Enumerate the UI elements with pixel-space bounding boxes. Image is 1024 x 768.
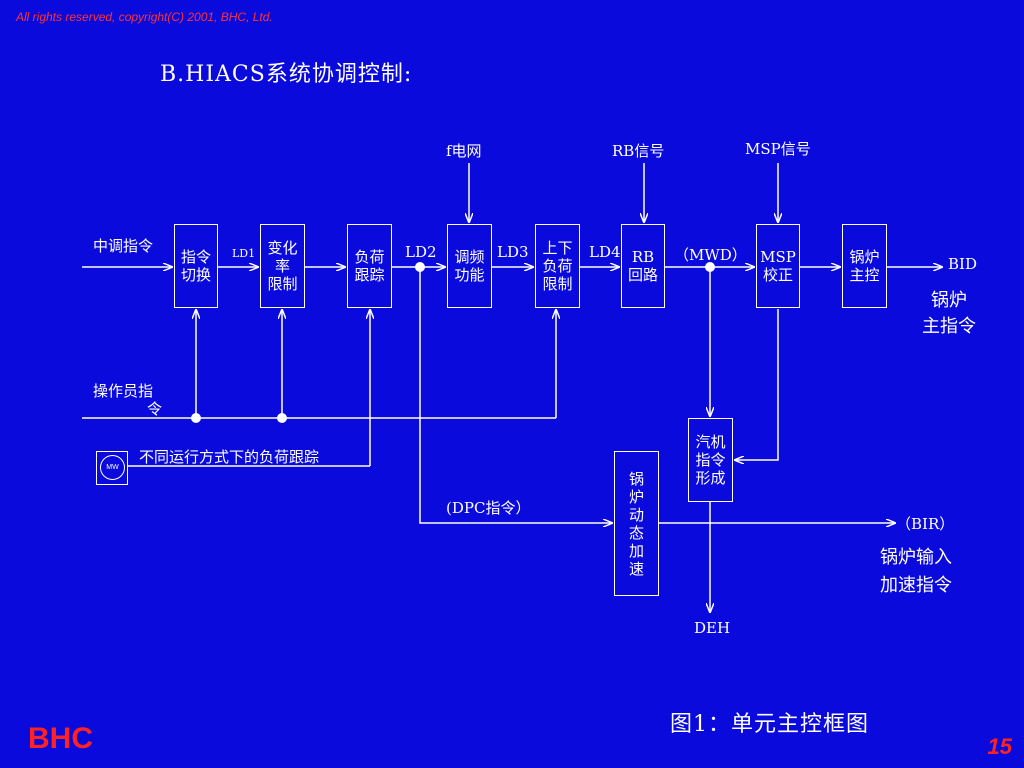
label-bir: （BIR）	[896, 515, 955, 533]
label-operator-command-line2: 令	[147, 400, 163, 418]
block-load-limits: 上下 负荷 限制	[535, 224, 580, 308]
block-turbine-command-label: 汽机 指令 形成	[695, 433, 726, 487]
bhc-logo: BHC	[28, 722, 93, 755]
label-msp-signal: MSP信号	[745, 140, 811, 158]
mw-meter-dial: MW	[100, 455, 125, 480]
label-load-tracking-modes: 不同运行方式下的负荷跟踪	[139, 448, 320, 466]
line-dpc	[419, 267, 612, 523]
label-operator-command-line1: 操作员指	[93, 382, 154, 400]
page-number: 15	[987, 734, 1012, 759]
block-boiler-master-label: 锅炉 主控	[849, 248, 880, 284]
block-rate-limit-label: 变化 率 限制	[267, 239, 298, 293]
label-operator-command: 操作员指 令	[93, 382, 162, 418]
block-msp-correction: MSP 校正	[756, 224, 800, 308]
label-rb-signal: RB信号	[612, 142, 665, 160]
label-dpc: (DPC指令）	[446, 499, 531, 517]
junction-op-switch	[191, 413, 201, 423]
label-bid-desc-line2: 主指令	[922, 316, 976, 337]
block-boiler-dynamic-label: 锅 炉 动 态 加 速	[628, 469, 644, 578]
block-boiler-dynamic: 锅 炉 动 态 加 速	[614, 451, 659, 596]
label-f-grid: f电网	[446, 142, 482, 160]
block-load-limits-label: 上下 负荷 限制	[542, 239, 573, 293]
block-command-switch-label: 指令 切换	[180, 248, 211, 284]
label-bir-desc-line1: 锅炉输入	[880, 547, 952, 568]
block-load-tracking: 负荷 跟踪	[347, 224, 392, 308]
junction-mwd	[705, 262, 715, 272]
block-rate-limit: 变化 率 限制	[260, 224, 305, 308]
block-rb-loop: RB 回路	[621, 224, 665, 308]
block-msp-correction-label: MSP 校正	[760, 248, 796, 284]
label-dispatch-command: 中调指令	[93, 237, 154, 255]
label-bid-desc-line1: 锅炉	[931, 290, 967, 311]
block-rb-loop-label: RB 回路	[627, 248, 658, 284]
label-ld1: LD1	[232, 247, 256, 260]
figure-caption: 图1：单元主控框图	[670, 712, 869, 737]
label-bid: BID	[948, 255, 977, 273]
label-bir-description: 锅炉输入 加速指令	[880, 544, 952, 600]
copyright-notice: All rights reserved, copyright(C) 2001, …	[16, 10, 273, 24]
block-load-tracking-label: 负荷 跟踪	[354, 248, 385, 284]
label-ld2: LD2	[405, 243, 437, 261]
junction-op-rate	[277, 413, 287, 423]
label-mwd: （MWD）	[674, 246, 747, 264]
label-ld4: LD4	[589, 243, 621, 261]
block-freq-regulation-label: 调频 功能	[454, 248, 485, 284]
mw-meter-icon: MW	[96, 451, 128, 485]
label-deh: DEH	[694, 619, 731, 637]
block-command-switch: 指令 切换	[174, 224, 218, 308]
block-freq-regulation: 调频 功能	[447, 224, 492, 308]
label-bid-description: 锅炉 主指令	[922, 288, 976, 340]
slide-title: B.HIACS系统协调控制:	[160, 62, 413, 87]
label-bir-desc-line2: 加速指令	[880, 575, 952, 596]
label-ld3: LD3	[497, 243, 529, 261]
junction-ld2	[415, 262, 425, 272]
line-msp-to-turbine	[735, 309, 779, 460]
block-turbine-command: 汽机 指令 形成	[688, 418, 733, 502]
block-boiler-master: 锅炉 主控	[842, 224, 887, 308]
